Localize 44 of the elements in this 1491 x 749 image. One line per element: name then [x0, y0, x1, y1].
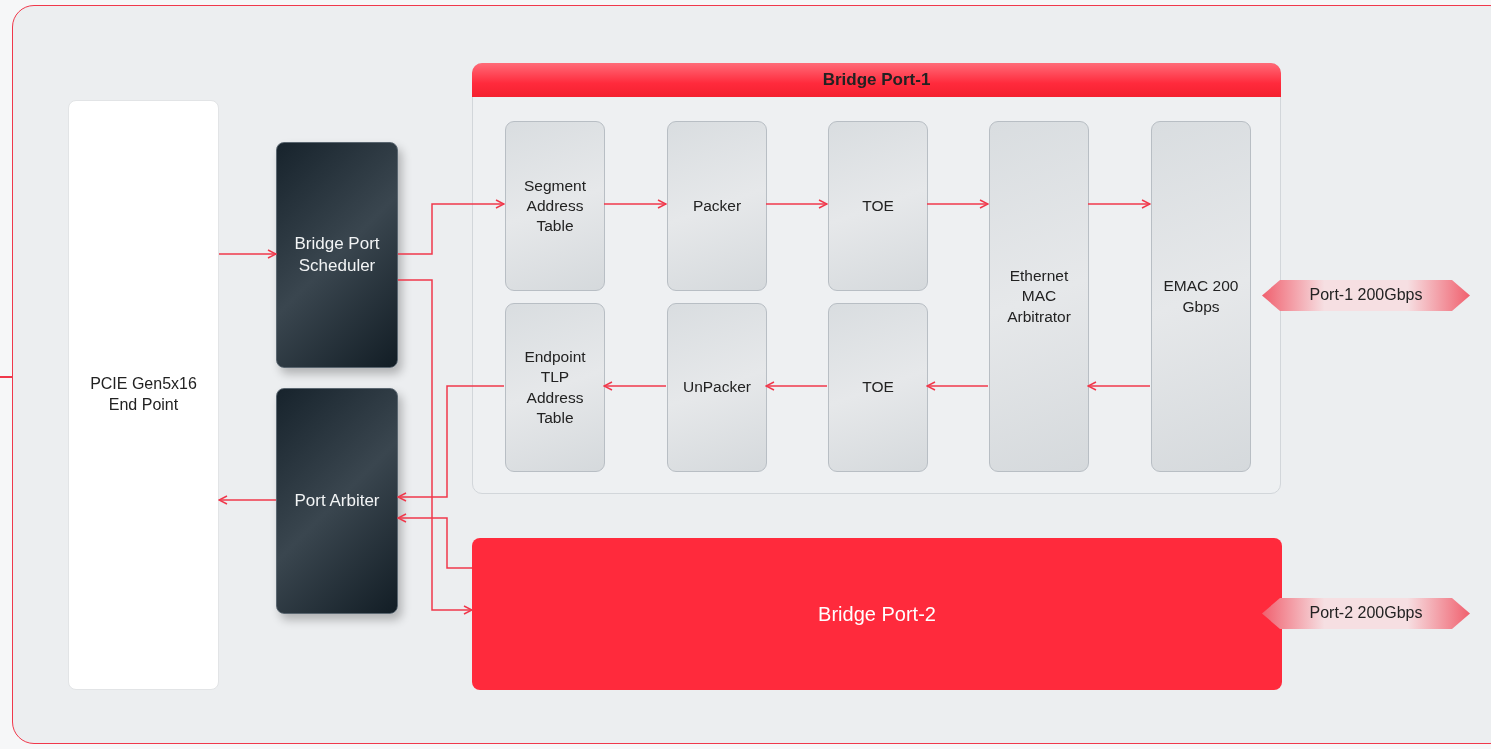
block-label: Segment Address Table	[522, 175, 587, 237]
block-label: Packer	[692, 195, 742, 216]
arrow	[1087, 199, 1151, 209]
block-label: Bridge Port Scheduler	[293, 232, 381, 277]
module-block	[276, 142, 398, 368]
port-arrow	[1262, 598, 1470, 629]
block-label: Port-2 200Gbps	[1309, 603, 1423, 624]
endpoint-block	[68, 100, 219, 690]
arrow	[603, 199, 667, 209]
block-label: TOE	[862, 377, 894, 398]
port-group	[472, 63, 1281, 494]
arrow	[397, 279, 473, 615]
title-bar: Bridge Port-1	[472, 63, 1281, 97]
arrow	[218, 249, 277, 259]
block-label: Port-1 200Gbps	[1309, 285, 1423, 306]
process-block	[505, 121, 605, 291]
arrow	[765, 381, 828, 391]
block-label: PCIE Gen5x16 End Point	[89, 374, 198, 415]
block-label: Port Arbiter	[294, 489, 380, 512]
process-block	[828, 303, 928, 472]
block-label: UnPacker	[682, 377, 752, 398]
arrow	[1087, 381, 1151, 391]
process-block	[667, 303, 767, 472]
arrow	[397, 199, 505, 255]
block-label: TOE	[862, 195, 894, 216]
process-block	[505, 303, 605, 472]
arrow	[603, 381, 667, 391]
block-label: EMAC 200 Gbps	[1162, 276, 1240, 317]
arrow	[397, 385, 505, 502]
arrow	[765, 199, 828, 209]
arrow	[218, 495, 277, 505]
arrow	[926, 381, 989, 391]
port-arrow	[1262, 280, 1470, 311]
block-label: Ethernet MAC Arbitrator	[1006, 266, 1072, 327]
block-label: Bridge Port-2	[818, 602, 936, 627]
process-block	[989, 121, 1089, 472]
block-label: Endpoint TLP Address Table	[523, 347, 587, 428]
process-block	[1151, 121, 1251, 472]
module-block	[276, 388, 398, 614]
process-block	[667, 121, 767, 291]
port-block	[472, 538, 1282, 690]
process-block	[828, 121, 928, 291]
arrow	[926, 199, 989, 209]
arrow	[397, 513, 473, 569]
